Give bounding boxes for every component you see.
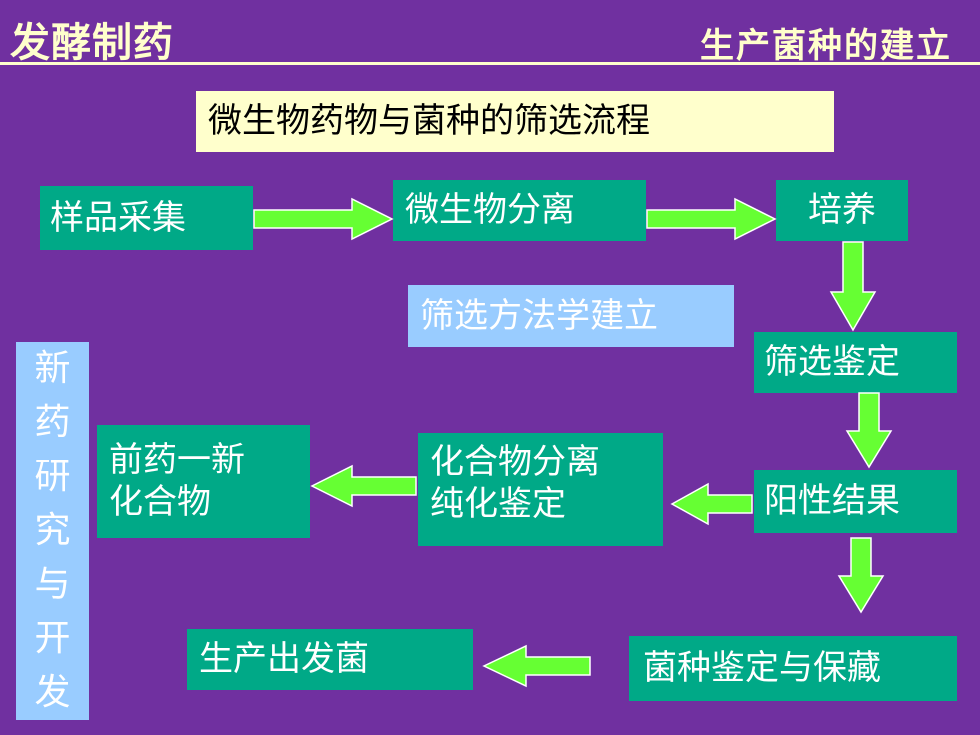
- header-divider: [0, 62, 980, 65]
- lead-label-line1: 前药一新: [109, 440, 245, 480]
- culture-box: 培养: [776, 180, 908, 241]
- left-arrow-3: [482, 644, 591, 688]
- production-strain-box: 生产出发菌: [187, 629, 473, 690]
- left-arrow-1: [670, 482, 753, 526]
- method-setup-label: 筛选方法学建立: [420, 296, 658, 336]
- side-char: 药: [34, 402, 71, 443]
- side-char: 究: [34, 510, 71, 551]
- screening-box: 筛选鉴定: [754, 332, 957, 393]
- header-right-title: 生产菌种的建立: [700, 26, 952, 66]
- side-char: 研: [34, 456, 71, 497]
- sampling-label: 样品采集: [50, 198, 186, 238]
- down-arrow-3: [837, 537, 885, 614]
- slide-title: 微生物药物与菌种的筛选流程: [196, 91, 834, 152]
- side-char: 发: [34, 672, 71, 713]
- sampling-box: 样品采集: [40, 186, 253, 250]
- strain-id-label: 菌种鉴定与保藏: [643, 648, 881, 688]
- header-left-title: 发酵制药: [10, 20, 174, 66]
- side-char: 与: [34, 564, 71, 605]
- compound-box: 化合物分离 纯化鉴定: [418, 433, 663, 546]
- left-arrow-2: [310, 464, 417, 508]
- right-arrow-1: [253, 197, 394, 241]
- production-label: 生产出发菌: [199, 639, 369, 679]
- side-char: 开: [34, 618, 71, 659]
- side-label-new-drug-rd: 新 药 研 究 与 开 发: [16, 342, 89, 720]
- positive-label: 阳性结果: [764, 481, 900, 521]
- down-arrow-1: [829, 241, 877, 332]
- screening-label: 筛选鉴定: [764, 342, 900, 382]
- compound-label-line2: 纯化鉴定: [430, 484, 566, 524]
- positive-box: 阳性结果: [754, 470, 957, 533]
- lead-compound-box: 前药一新 化合物: [97, 425, 310, 538]
- method-setup-box: 筛选方法学建立: [408, 285, 734, 347]
- down-arrow-2: [845, 392, 893, 469]
- culture-label: 培养: [808, 190, 876, 230]
- lead-label-line2: 化合物: [109, 482, 211, 522]
- right-arrow-2: [646, 197, 777, 241]
- isolation-label: 微生物分离: [405, 190, 575, 230]
- compound-label-line1: 化合物分离: [430, 442, 600, 482]
- strain-id-box: 菌种鉴定与保藏: [629, 636, 957, 701]
- side-char: 新: [34, 348, 71, 389]
- isolation-box: 微生物分离: [393, 180, 646, 241]
